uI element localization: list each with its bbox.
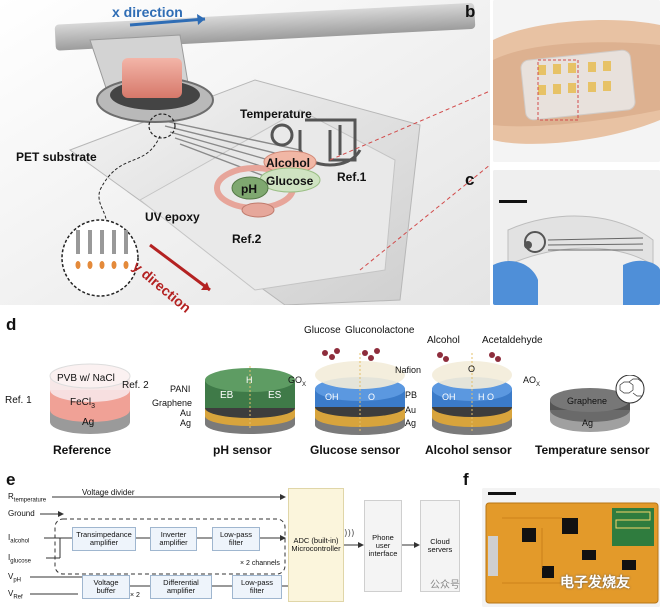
temp-ag-label: Ag xyxy=(582,418,594,428)
voltage-buffer-box: Voltage buffer xyxy=(82,575,130,599)
glucose-sensor-stack xyxy=(315,348,405,435)
ref-ag-label: Ag xyxy=(82,417,95,428)
fecl3-sub: 3 xyxy=(91,403,96,410)
circuit-board-photo xyxy=(482,488,660,607)
x2-label: × 2 xyxy=(130,592,140,599)
vph-main: V xyxy=(8,572,14,581)
x2-channels-label: × 2 channels xyxy=(240,560,280,567)
pb-label: PB xyxy=(405,390,418,400)
ph-es-label: ES xyxy=(268,390,282,401)
temperature-label: Temperature xyxy=(240,107,312,121)
aox-sub: X xyxy=(536,381,541,388)
bent-sensor-photo xyxy=(493,170,660,305)
glucose-molecule-label: Glucose xyxy=(304,325,341,336)
reference-caption: Reference xyxy=(53,443,112,457)
glucose-sensor-caption: Glucose sensor xyxy=(310,443,401,457)
watermark-small: 公众号 xyxy=(430,580,460,591)
inverter-box: Inverter amplifier xyxy=(150,527,197,551)
nafion-label: Nafion xyxy=(395,365,422,375)
svg-text:))): ))) xyxy=(344,529,355,539)
input-r-temperature: Rtemperature xyxy=(8,492,46,504)
alcohol-oh-label: OH xyxy=(442,392,456,402)
r-main: R xyxy=(8,492,14,501)
alcohol-o2-label: O xyxy=(468,364,476,374)
fecl3-label: FeCl3 xyxy=(70,397,95,410)
alcohol-sensor-caption: Alcohol sensor xyxy=(425,443,512,457)
vref-main: V xyxy=(8,589,14,598)
pet-substrate-label: PET substrate xyxy=(16,150,97,164)
glucose-oh-label: OH xyxy=(325,392,339,402)
cloud-servers-box: Cloud servers xyxy=(420,500,460,592)
glucose-ag-label: Ag xyxy=(405,418,417,428)
alcohol-label: Alcohol xyxy=(266,156,310,170)
ph-graphene-label: Graphene xyxy=(152,398,193,408)
alcohol-h2o2-label: H O xyxy=(478,392,495,402)
device-schematic xyxy=(0,0,549,306)
ph-label: pH xyxy=(241,182,257,196)
ph-eb-label: EB xyxy=(220,390,234,401)
fecl3-text: FeCl xyxy=(70,397,92,408)
panel-label-c: c xyxy=(465,170,475,189)
gox-label: GOX xyxy=(288,375,306,388)
temperature-sensor-caption: Temperature sensor xyxy=(535,443,650,457)
ref2-label: Ref.2 xyxy=(232,232,262,246)
input-v-ref: VRef xyxy=(8,589,23,601)
differential-box: Differential amplifier xyxy=(150,575,212,599)
panel-label-f: f xyxy=(463,470,469,489)
ref1-label: Ref.1 xyxy=(337,170,367,184)
aox-text: AO xyxy=(523,375,537,385)
iglu-main: I xyxy=(8,553,11,562)
voltage-divider-label: Voltage divider xyxy=(82,488,135,497)
gox-sub: X xyxy=(302,381,307,388)
ph-ag-label: Ag xyxy=(180,418,192,428)
input-ground: Ground xyxy=(8,509,35,518)
lowpass1-box: Low-pass filter xyxy=(212,527,260,551)
glucose-label: Glucose xyxy=(266,174,314,188)
x-direction-label: x direction xyxy=(112,4,183,20)
vph-sub: pH xyxy=(13,577,22,584)
panel-label-e: e xyxy=(6,470,16,489)
glucose-o2-label: O xyxy=(368,392,376,402)
ph-sensor-stack xyxy=(205,366,295,434)
panel-label-d: d xyxy=(6,315,17,334)
temp-graphene-label: Graphene xyxy=(567,396,608,406)
pcb-photo xyxy=(482,488,660,607)
alcohol-sensor-stack xyxy=(432,352,512,435)
transimpedance-box: Transimpedance amplifier xyxy=(72,527,136,551)
pvb-label: PVB w/ NaCl xyxy=(57,373,115,384)
uv-epoxy-label: UV epoxy xyxy=(145,210,200,224)
input-i-alcohol: Ialcohol xyxy=(8,533,29,545)
glucose-au-label: Au xyxy=(405,405,417,415)
ref2-stack-label: Ref. 2 xyxy=(122,380,149,391)
adc-microcontroller-box: ADC (built-in) Microcontroller xyxy=(288,488,344,602)
flexible-device-photo xyxy=(493,170,660,305)
ph-au-label: Au xyxy=(180,408,192,418)
wrist-device-photo xyxy=(493,0,660,162)
phone-ui-box: Phone user interface xyxy=(364,500,402,592)
acetaldehyde-label: Acetaldehyde xyxy=(482,335,543,346)
gluconolactone-label: Gluconolactone xyxy=(345,325,415,336)
alcohol-molecule-label: Alcohol xyxy=(427,335,460,346)
lowpass2-box: Low-pass filter xyxy=(232,575,282,599)
aox-label: AOX xyxy=(523,375,540,388)
input-i-glucose: Iglucose xyxy=(8,553,31,565)
ialc-main: I xyxy=(8,533,11,542)
wrist-photo xyxy=(493,0,660,162)
r-sub: temperature xyxy=(13,497,47,504)
ph-sensor-caption: pH sensor xyxy=(213,443,272,457)
ialc-sub: alcohol xyxy=(10,538,30,545)
input-v-ph: VpH xyxy=(8,572,21,584)
watermark-text: 电子发烧友 xyxy=(560,574,630,590)
iglu-sub: glucose xyxy=(10,558,31,565)
vref-sub: Ref xyxy=(13,594,23,601)
pani-label: PANI xyxy=(170,384,191,394)
panel-label-b: b xyxy=(465,2,476,21)
reference-electrode-stack xyxy=(49,363,131,434)
ref1-stack-label: Ref. 1 xyxy=(5,395,32,406)
temperature-sensor-stack xyxy=(550,375,645,432)
gox-text: GO xyxy=(288,375,303,385)
ph-h-label: H xyxy=(246,375,253,385)
panel-a-illustration xyxy=(0,0,549,306)
